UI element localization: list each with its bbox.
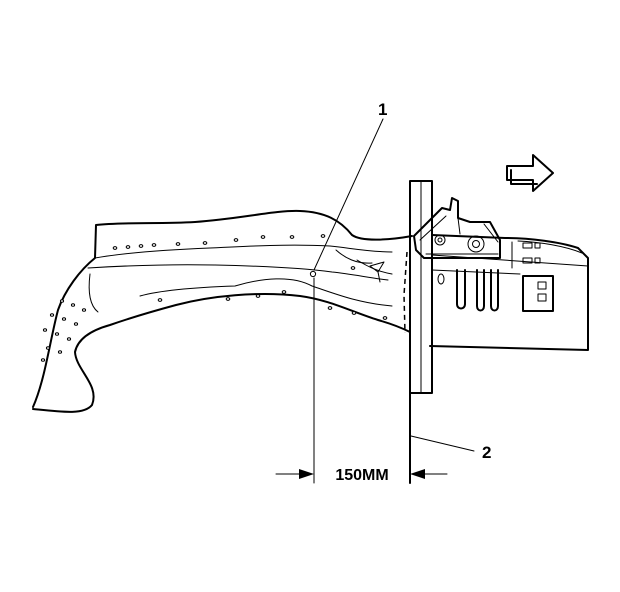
rail-holes [40, 234, 388, 362]
front-frame-rail [429, 234, 589, 351]
callout-1-label: 1 [378, 100, 387, 119]
callout-1-leader [313, 118, 384, 271]
rear-frame-rail [32, 209, 413, 413]
measurement-point [309, 270, 317, 278]
measuring-straight-edge [409, 180, 433, 484]
dimension-150mm: 150MM [275, 277, 448, 484]
direction-arrow-icon [506, 154, 554, 192]
dimension-label: 150MM [335, 467, 388, 484]
callout-2-label: 2 [482, 443, 491, 462]
callout-2-leader [410, 435, 475, 452]
cut-line [403, 251, 408, 334]
clamp-bracket [413, 197, 501, 259]
